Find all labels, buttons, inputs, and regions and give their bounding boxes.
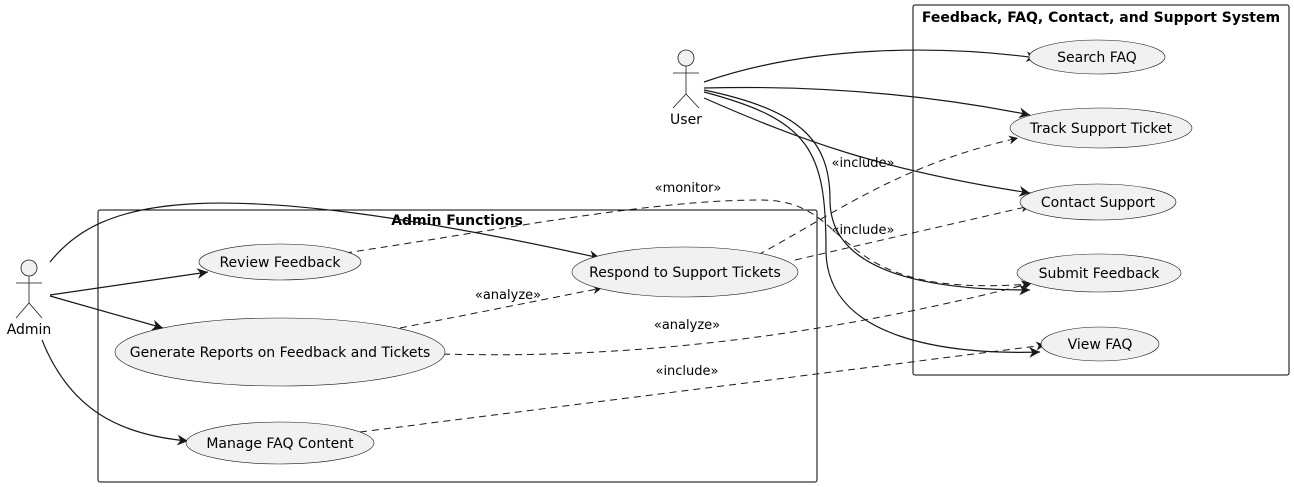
use-case-respond-tickets[interactable]: Respond to Support Tickets xyxy=(571,246,799,298)
dep-reports-analyze-feedback xyxy=(442,280,1033,356)
use-case-track-ticket-label: Track Support Ticket xyxy=(1029,121,1173,137)
assoc-user-submit-feedback xyxy=(703,89,1031,296)
use-case-manage-faq[interactable]: Manage FAQ Content xyxy=(185,421,375,465)
actor-admin-label: Admin xyxy=(7,322,52,338)
use-case-generate-reports-label: Generate Reports on Feedback and Tickets xyxy=(130,345,431,361)
dep-respond-include-track xyxy=(757,135,1019,256)
assoc-user-contact-support xyxy=(703,97,1031,197)
assoc-admin-review-feedback xyxy=(49,268,209,296)
use-case-submit-feedback[interactable]: Submit Feedback xyxy=(1016,253,1182,293)
actor-user-label: User xyxy=(670,112,702,128)
use-case-search-faq-label: Search FAQ xyxy=(1057,50,1137,66)
label-include-contact: «include» xyxy=(831,223,894,238)
label-analyze-feedback: «analyze» xyxy=(654,318,720,333)
use-case-submit-feedback-label: Submit Feedback xyxy=(1039,266,1161,282)
dep-manage-faq-include-view xyxy=(359,341,1046,433)
label-include-track: «include» xyxy=(831,156,894,171)
system-boundary-title: Feedback, FAQ, Contact, and Support Syst… xyxy=(922,10,1280,26)
actor-admin[interactable]: Admin xyxy=(7,259,52,338)
use-case-contact-support-label: Contact Support xyxy=(1041,195,1156,211)
assoc-user-track-ticket xyxy=(703,86,1031,119)
use-case-respond-tickets-label: Respond to Support Tickets xyxy=(589,265,781,281)
associations xyxy=(41,49,1041,446)
assoc-admin-respond-tickets xyxy=(49,202,601,263)
label-include-view: «include» xyxy=(655,364,718,379)
use-case-review-feedback[interactable]: Review Feedback xyxy=(198,243,362,281)
dependencies xyxy=(344,135,1046,433)
admin-functions-title: Admin Functions xyxy=(391,213,523,229)
dep-respond-include-contact xyxy=(794,203,1031,261)
use-case-manage-faq-label: Manage FAQ Content xyxy=(206,436,354,452)
use-case-view-faq[interactable]: View FAQ xyxy=(1040,326,1160,362)
use-case-review-feedback-label: Review Feedback xyxy=(219,255,341,271)
use-case-view-faq-label: View FAQ xyxy=(1068,337,1133,353)
system-boundary: Feedback, FAQ, Contact, and Support Syst… xyxy=(912,4,1290,376)
use-case-contact-support[interactable]: Contact Support xyxy=(1019,183,1177,221)
label-analyze-respond: «analyze» xyxy=(475,288,541,303)
actor-user[interactable]: User xyxy=(670,49,702,128)
relation-labels: «monitor» «include» «include» «analyze» … xyxy=(475,156,895,379)
admin-functions-boundary: Admin Functions xyxy=(97,209,818,483)
use-case-search-faq[interactable]: Search FAQ xyxy=(1028,39,1166,75)
use-case-track-ticket[interactable]: Track Support Ticket xyxy=(1009,107,1193,149)
assoc-admin-generate-reports xyxy=(49,295,164,331)
use-case-generate-reports[interactable]: Generate Reports on Feedback and Tickets xyxy=(114,317,446,387)
assoc-user-search-faq xyxy=(703,49,1038,83)
label-monitor: «monitor» xyxy=(655,181,722,196)
dep-reports-analyze-respond xyxy=(399,285,603,329)
assoc-user-view-faq xyxy=(703,91,1041,358)
assoc-admin-manage-faq xyxy=(41,339,189,446)
dep-review-feedback-monitor xyxy=(344,199,1031,290)
